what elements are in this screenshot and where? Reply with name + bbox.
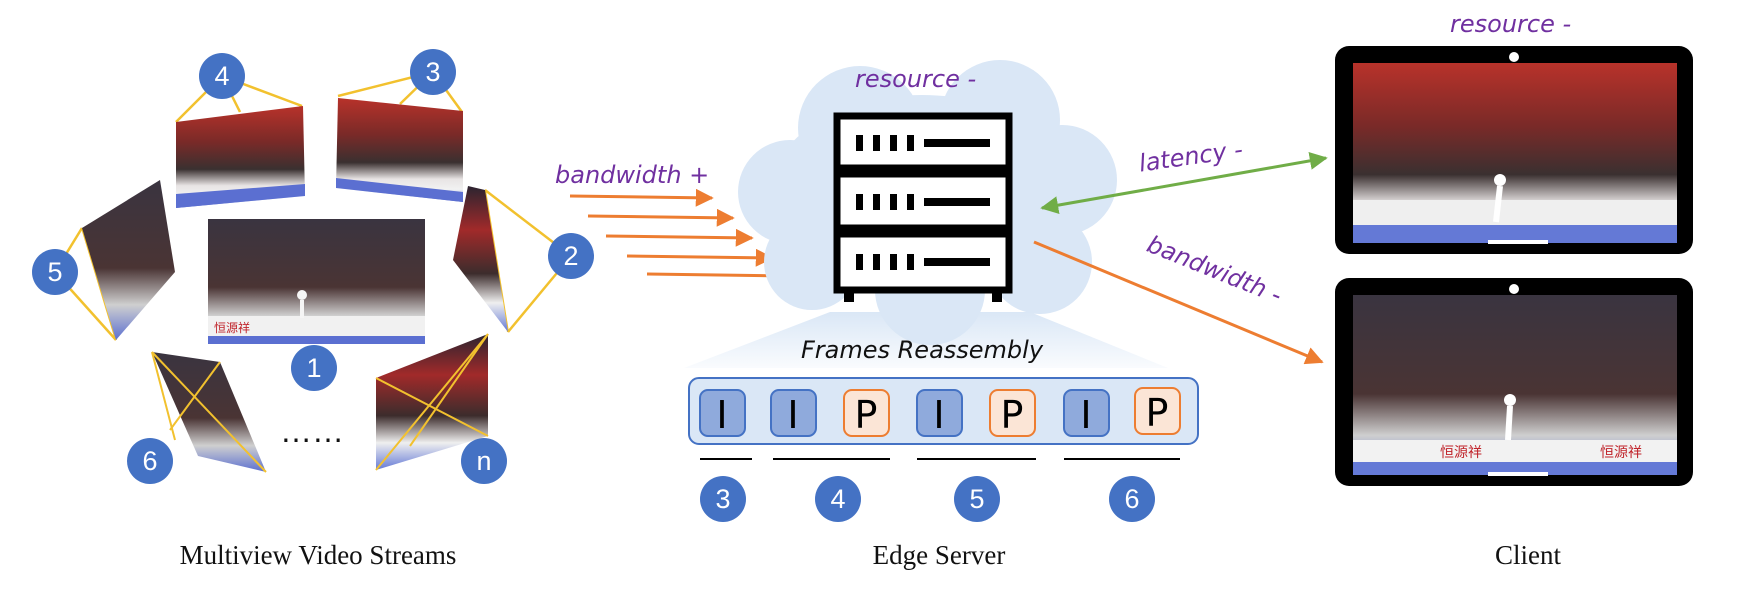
svg-text:3: 3 (425, 57, 440, 87)
reassembly-title: Frames Reassembly (801, 336, 1044, 364)
view-badge-1: 1 (291, 345, 337, 391)
client-resource-label: resource - (1450, 10, 1571, 38)
frame-p: P (989, 389, 1036, 437)
frame-p: P (843, 389, 890, 437)
view-badge-n: n (461, 438, 507, 484)
bandwidth-in-arrows: bandwidth + (555, 161, 794, 285)
multiview-panel: 恒源祥 4 3 5 (32, 49, 594, 570)
client-tablet-2: 恒源祥 恒源祥 (1335, 278, 1693, 486)
frame-i: I (699, 389, 746, 437)
frame-i: I (916, 389, 963, 437)
bandwidth-in-label: bandwidth + (555, 161, 709, 189)
reassembly-spotlight (684, 312, 1168, 368)
view-badge-2: 2 (548, 233, 594, 279)
frame-p: P (1134, 387, 1181, 435)
svg-text:P: P (855, 393, 878, 437)
svg-text:4: 4 (830, 484, 845, 514)
view-badge-4: 4 (199, 53, 245, 99)
svg-text:6: 6 (142, 446, 157, 476)
edge-caption: Edge Server (873, 540, 1006, 570)
view-badge-5: 5 (32, 249, 78, 295)
svg-text:P: P (1001, 393, 1024, 437)
multiview-caption: Multiview Video Streams (180, 540, 457, 570)
latency-label: latency - (1137, 135, 1244, 177)
view-badge-6: 6 (127, 438, 173, 484)
video-thumb-4 (175, 74, 305, 208)
svg-text:5: 5 (47, 257, 62, 287)
view-badge-3: 3 (410, 49, 456, 95)
svg-text:5: 5 (969, 484, 984, 514)
frame-i: I (770, 389, 817, 437)
video-thumb-6 (151, 351, 267, 473)
svg-text:I: I (1080, 393, 1091, 437)
video-thumb-3 (336, 70, 464, 202)
client-panel: resource - 恒源祥 恒源祥 Client (1335, 10, 1693, 570)
video-thumb-1: 恒源祥 (208, 219, 425, 344)
client-tablet-1 (1335, 46, 1693, 254)
group-badge-3: 3 (700, 476, 746, 522)
svg-text:1: 1 (306, 353, 321, 383)
svg-text:I: I (716, 393, 727, 437)
svg-text:n: n (476, 446, 491, 476)
svg-text:2: 2 (563, 241, 578, 271)
group-badge-6: 6 (1109, 476, 1155, 522)
client-caption: Client (1495, 540, 1561, 570)
ellipsis: …… (280, 413, 344, 449)
svg-text:I: I (933, 393, 944, 437)
svg-text:恒源祥: 恒源祥 (1440, 445, 1482, 461)
video-thumb-n (375, 333, 489, 471)
edge-resource-label: resource - (855, 65, 976, 93)
svg-text:P: P (1146, 391, 1169, 435)
group-badge-5: 5 (954, 476, 1000, 522)
frame-list: I I P I P I P (699, 387, 1181, 437)
svg-text:4: 4 (214, 61, 229, 91)
svg-text:3: 3 (715, 484, 730, 514)
group-badge-4: 4 (815, 476, 861, 522)
svg-text:恒源祥: 恒源祥 (1600, 445, 1642, 461)
frame-i: I (1063, 389, 1110, 437)
edge-server-panel: resource - Frames Reassembly (684, 60, 1199, 570)
svg-text:I: I (787, 393, 798, 437)
server-icon (833, 112, 1013, 302)
svg-text:6: 6 (1124, 484, 1139, 514)
svg-text:恒源祥: 恒源祥 (214, 321, 250, 335)
